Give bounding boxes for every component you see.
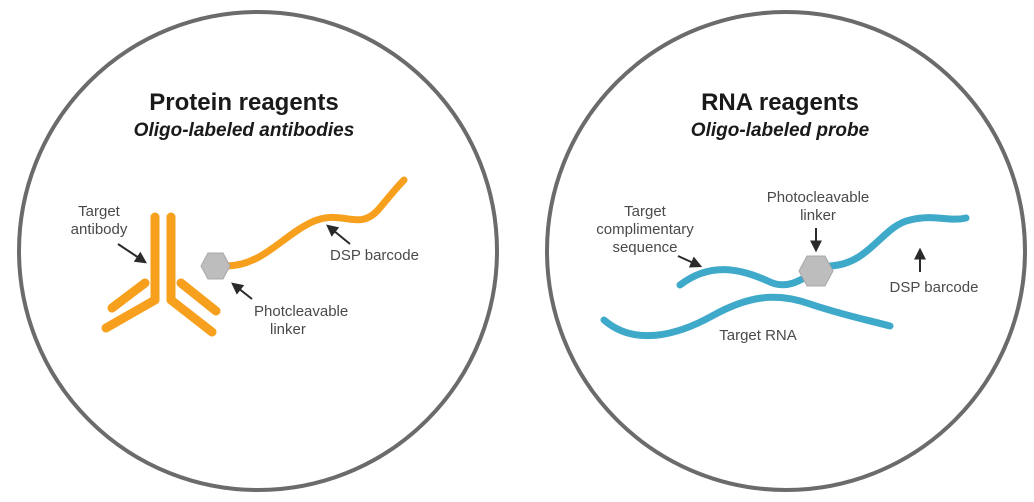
protein-linker-hexagon-icon — [200, 252, 231, 280]
protein-dsp-barcode-arrow — [326, 224, 351, 245]
target-seq-arrow — [677, 255, 703, 268]
protein-title: Protein reagents — [149, 89, 338, 116]
protein-linker-label-line1: Photcleavable — [254, 303, 348, 320]
rna-dsp-barcode-strand — [826, 214, 970, 270]
target-antibody-label-line1: Target — [78, 203, 121, 220]
rna-linker-label-line2: linker — [800, 207, 836, 224]
target-rna-label: Target RNA — [719, 327, 797, 344]
protein-linker-arrow — [231, 282, 253, 300]
target-antibody-arrow — [117, 243, 147, 264]
target-seq-label-line2: complimentary — [596, 221, 694, 238]
target-seq-label-line1: Target — [624, 203, 667, 220]
protein-linker-label-line2: linker — [270, 321, 306, 338]
rna-subtitle: Oligo-labeled probe — [691, 120, 870, 141]
protein-panel: Protein reagents Oligo-labeled antibodie… — [17, 10, 499, 492]
target-rna-strand — [600, 293, 894, 340]
rna-panel-circle — [545, 10, 1027, 492]
rna-dsp-barcode-label: DSP barcode — [890, 279, 979, 296]
rna-panel: RNA reagents Oligo-labeled probe Target … — [545, 10, 1027, 492]
target-seq-label-line3: sequence — [612, 239, 677, 256]
target-antibody-label-line2: antibody — [71, 221, 128, 238]
protein-dsp-barcode-label: DSP barcode — [330, 247, 419, 264]
protein-subtitle: Oligo-labeled antibodies — [134, 120, 355, 141]
protein-panel-circle — [17, 10, 499, 492]
antibody-icon — [101, 212, 221, 337]
protein-dsp-barcode-strand — [222, 176, 408, 270]
rna-title: RNA reagents — [701, 89, 859, 116]
rna-linker-label-line1: Photocleavable — [767, 189, 870, 206]
rna-linker-hexagon-icon — [798, 255, 834, 287]
